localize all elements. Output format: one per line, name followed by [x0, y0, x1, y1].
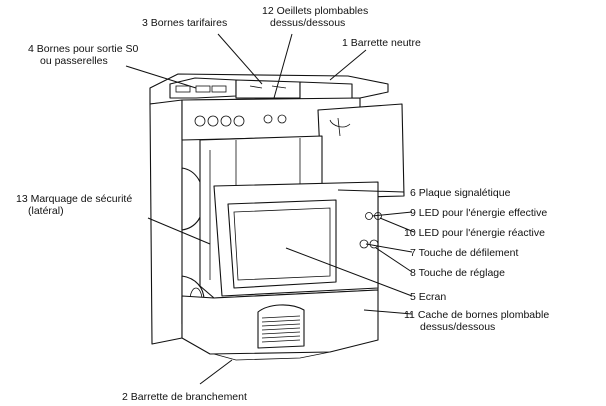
callout-13-label: 13 Marquage de sécurité (latéral): [16, 193, 135, 217]
leader-7: [365, 243, 413, 253]
callout-12-label: 12 Oeillets plombables dessus/dessous: [262, 5, 371, 29]
leader-13: [147, 217, 211, 245]
vent-slots: [261, 315, 301, 343]
leader-6: [337, 189, 405, 193]
terminal-block-mid: [235, 79, 301, 99]
callout-6-label: 6 Plaque signalétique: [410, 187, 511, 199]
callout-10-label: 10 LED pour l'énergie réactive: [404, 227, 545, 239]
display-screen: [227, 199, 337, 289]
callout-2-label: 2 Barrette de branchement: [122, 391, 247, 403]
callout-1-label: 1 Barrette neutre: [342, 37, 421, 49]
leader-5: [285, 247, 413, 297]
leader-4: [125, 65, 197, 89]
callout-5-label: 5 Ecran: [410, 291, 446, 303]
callout-3-label: 3 Bornes tarifaires: [142, 17, 227, 29]
callout-8-label: 8 Touche de réglage: [410, 267, 505, 279]
terminal-block-right: [299, 81, 353, 101]
terminal-screws: [194, 114, 287, 127]
device-left-side: [149, 99, 183, 345]
callout-7-label: 7 Touche de défilement: [410, 247, 518, 259]
meter-device: [149, 73, 405, 361]
leader-2: [199, 359, 233, 385]
leader-9: [371, 211, 413, 217]
leader-10: [379, 217, 415, 233]
callout-labels: 12 Oeillets plombables dessus/dessous 3 …: [16, 5, 552, 403]
leader-lines: [125, 33, 415, 385]
callout-4-label: 4 Bornes pour sortie S0 ou passerelles: [28, 43, 141, 67]
leader-12: [273, 33, 293, 99]
leader-8: [375, 247, 413, 273]
callout-9-label: 9 LED pour l'énergie effective: [410, 207, 547, 219]
leader-3: [217, 33, 263, 85]
setting-button: [369, 239, 379, 249]
leader-11: [363, 309, 413, 315]
callout-11-label: 11 Cache de bornes plombable dessus/dess…: [404, 309, 552, 333]
leader-1: [329, 49, 367, 81]
